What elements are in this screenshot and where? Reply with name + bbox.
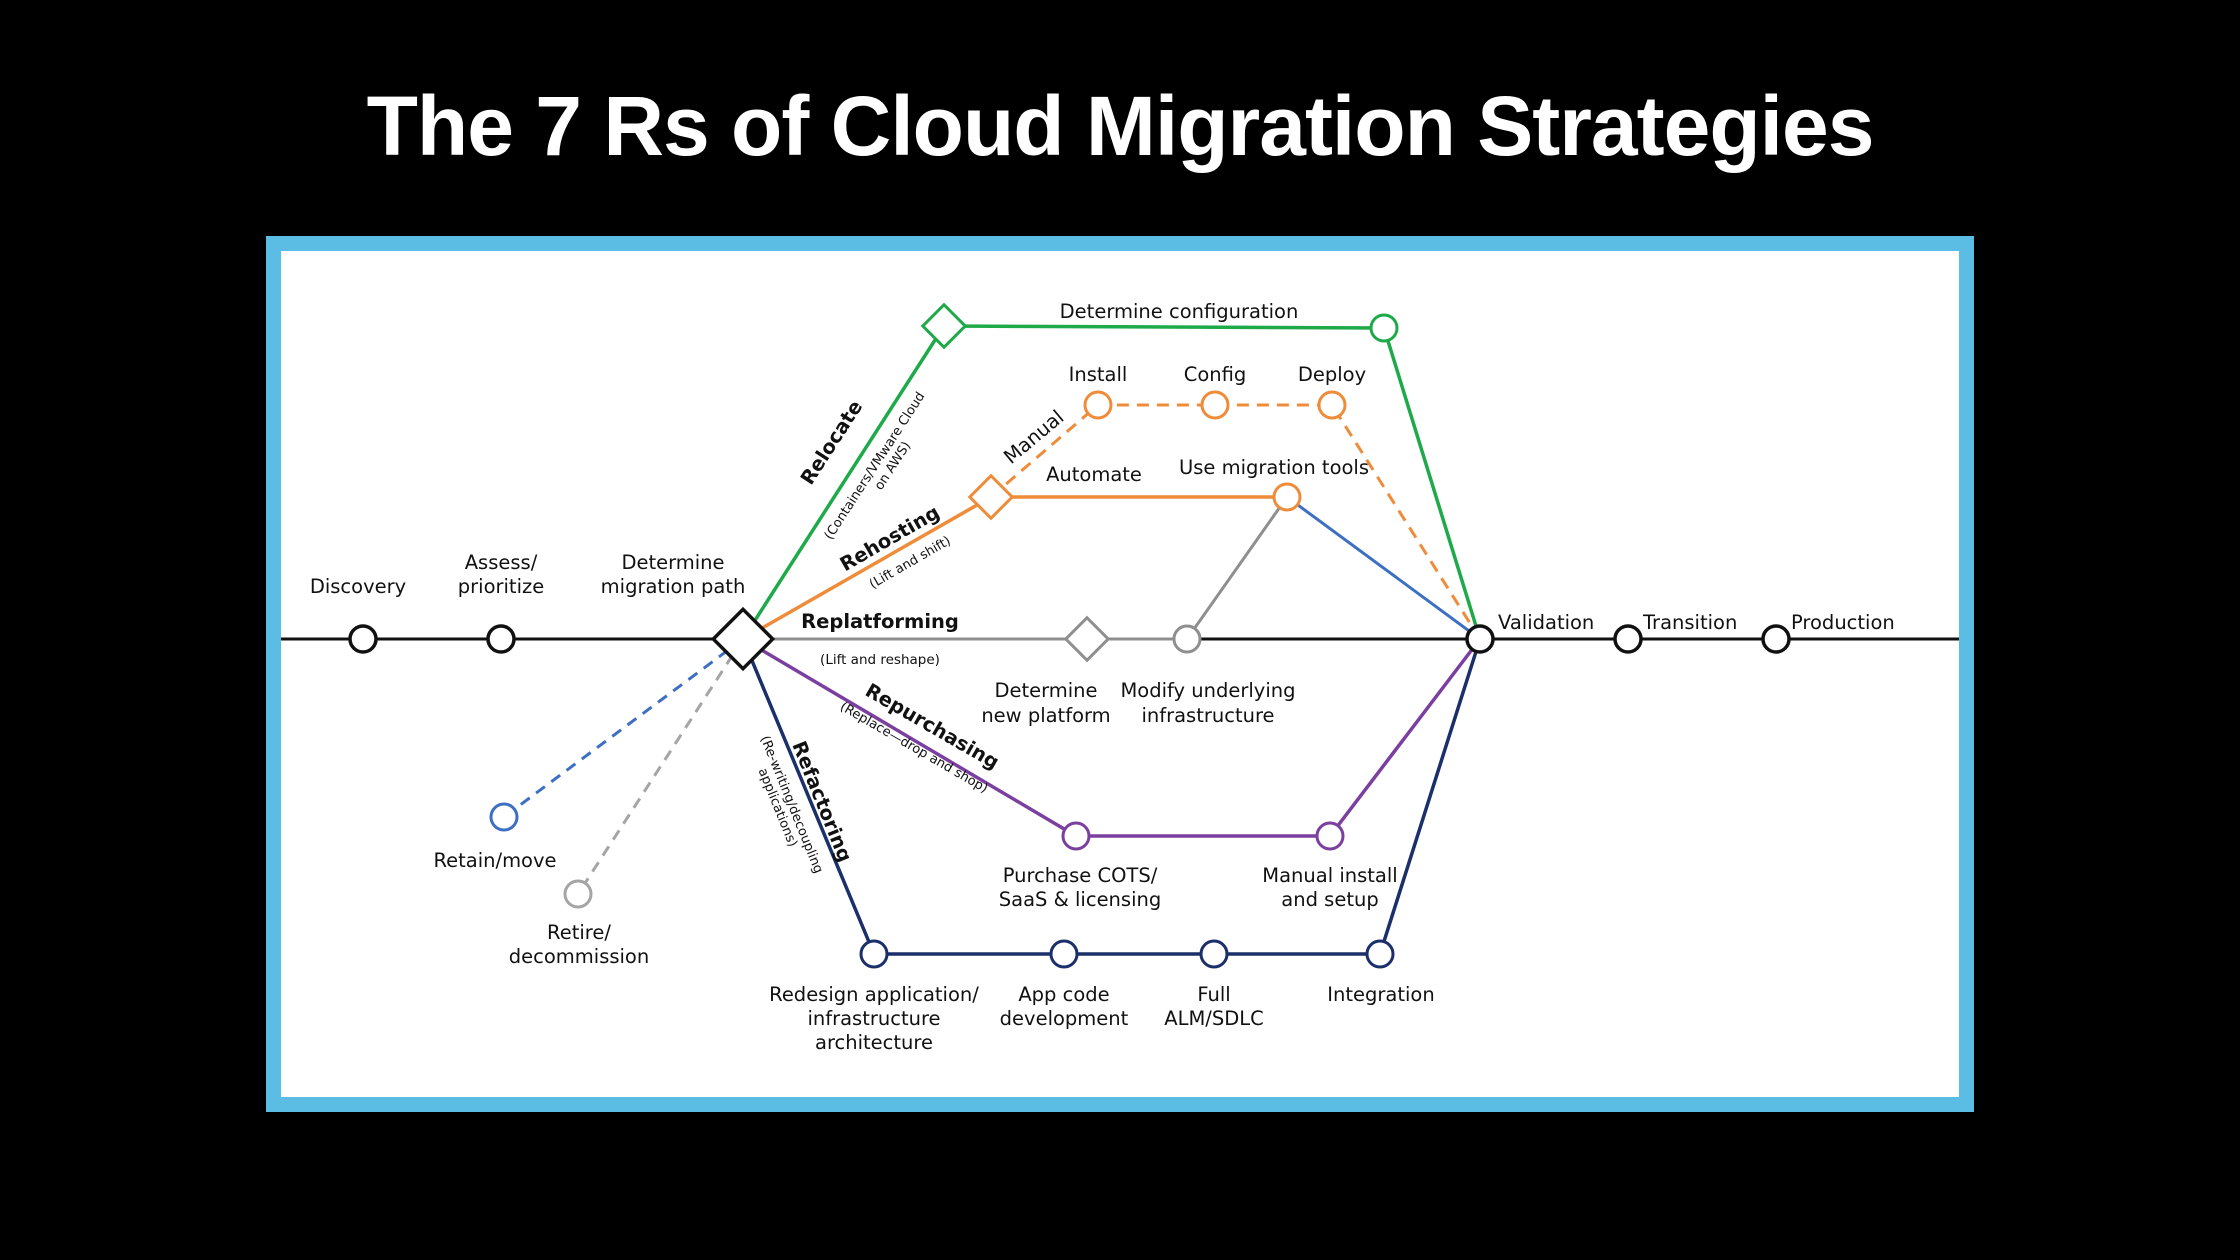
manual-install-label-line1: Manual install	[1262, 864, 1397, 887]
relocate-diamond	[920, 302, 968, 350]
retire-path	[576, 638, 745, 895]
new-platform-label-line2: new platform	[981, 704, 1110, 727]
migration-tools-label: Use migration tools	[1179, 456, 1369, 479]
validation-node	[1465, 624, 1495, 654]
retire-label-line2: decommission	[509, 945, 649, 968]
transition-node	[1613, 624, 1643, 654]
discovery-label: Discovery	[310, 575, 406, 598]
validation-label: Validation	[1498, 611, 1594, 634]
retain-path	[503, 637, 744, 819]
modify-infrastructure-node	[1172, 624, 1202, 654]
assess-label-line1: Assess/	[465, 551, 538, 574]
new-platform-label-line1: Determine	[994, 679, 1097, 702]
alm-label-line2: ALM/SDLC	[1164, 1007, 1263, 1030]
integration-label: Integration	[1327, 983, 1434, 1006]
rehost-diamond	[967, 473, 1015, 521]
determine-configuration-label: Determine configuration	[1060, 300, 1299, 323]
determine-path-label-line2: migration path	[601, 575, 746, 598]
deploy-label: Deploy	[1298, 363, 1366, 386]
replatform-diamond	[1063, 615, 1111, 663]
replatform-path	[743, 496, 1289, 641]
repurchase-path	[742, 637, 1482, 838]
install-label: Install	[1069, 363, 1128, 386]
retire-node	[563, 879, 593, 909]
retain-label: Retain/move	[433, 849, 556, 872]
install-node	[1083, 390, 1113, 420]
app-code-node	[1049, 939, 1079, 969]
configuration-node	[1369, 313, 1399, 343]
production-node	[1761, 624, 1791, 654]
determine-path-label-line1: Determine	[621, 551, 724, 574]
app-code-label-line2: development	[1000, 1007, 1129, 1030]
replatforming-label: Replatforming	[801, 610, 959, 633]
manual-label: Manual	[999, 405, 1068, 468]
modify-infrastructure-label-line2: infrastructure	[1141, 704, 1274, 727]
alm-node	[1199, 939, 1229, 969]
assess-node	[486, 624, 516, 654]
production-label: Production	[1791, 611, 1895, 634]
automate-label: Automate	[1046, 463, 1142, 486]
app-code-label-line1: App code	[1018, 983, 1109, 1006]
config-node	[1200, 390, 1230, 420]
migration-tools-node	[1272, 482, 1302, 512]
redesign-label-line3: architecture	[815, 1031, 933, 1054]
purchase-cots-node	[1061, 821, 1091, 851]
replatforming-sub: (Lift and reshape)	[820, 652, 940, 668]
redesign-label-line2: infrastructure	[807, 1007, 940, 1030]
relocate-label: Relocate	[796, 396, 867, 489]
retire-label-line1: Retire/	[547, 921, 611, 944]
redesign-label-line1: Redesign application/	[769, 983, 979, 1006]
assess-label-line2: prioritize	[458, 575, 544, 598]
redesign-node	[859, 939, 889, 969]
migration-diagram: Discovery Assess/ prioritize Determine m…	[281, 300, 1959, 1054]
refactor-path	[741, 638, 1482, 956]
config-label: Config	[1184, 363, 1247, 386]
rehost-manual-path	[990, 403, 1482, 640]
transition-label: Transition	[1642, 611, 1737, 634]
retain-node	[489, 802, 519, 832]
integration-node	[1365, 939, 1395, 969]
purchase-cots-label-line1: Purchase COTS/	[1003, 864, 1158, 887]
manual-install-label-line2: and setup	[1281, 888, 1378, 911]
migration-path-diamond	[710, 606, 776, 672]
purchase-cots-label-line2: SaaS & licensing	[999, 888, 1161, 911]
page-title: The 7 Rs of Cloud Migration Strategies	[366, 79, 1875, 173]
relocate-path	[741, 324, 1482, 640]
alm-label-line1: Full	[1197, 983, 1230, 1006]
deploy-node	[1317, 390, 1347, 420]
manual-install-node	[1315, 821, 1345, 851]
discovery-node	[348, 624, 378, 654]
diagram-frame	[266, 236, 1974, 1112]
tools-to-validation	[1286, 495, 1481, 641]
modify-infrastructure-label-line1: Modify underlying	[1120, 679, 1295, 702]
